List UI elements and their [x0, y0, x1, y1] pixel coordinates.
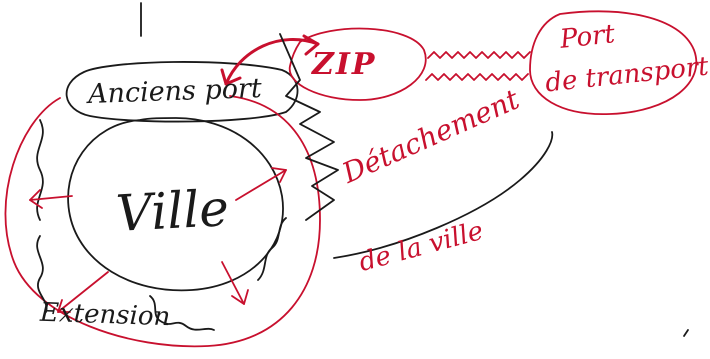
anciens-port-label: Anciens port — [87, 72, 263, 111]
arrow-bottom-left-head — [57, 299, 71, 313]
zip-ellipse — [289, 27, 427, 101]
ring-wave-right — [257, 217, 287, 281]
extension-label: Extension — [39, 297, 171, 333]
ville-label: Ville — [114, 179, 231, 243]
wave-lower — [425, 73, 529, 81]
ring-wave-bottom-left — [36, 235, 48, 313]
wave-upper — [427, 51, 531, 59]
small-mark — [683, 329, 689, 337]
ville-inner-circle — [67, 117, 284, 292]
double-arrow-curve — [224, 38, 320, 86]
ring-wave-bottom — [149, 295, 215, 331]
port-label: Port — [558, 19, 617, 55]
separator-curve — [333, 131, 554, 259]
arrow-right-head — [271, 167, 287, 183]
anciens-port-ellipse — [65, 61, 299, 123]
zip-label: ZIP — [312, 47, 377, 82]
arrow-left-head — [29, 189, 43, 209]
arrow-bottom-left — [57, 271, 109, 313]
port-transport-ellipse — [529, 10, 698, 115]
double-arrow-head-left — [220, 68, 242, 86]
arrow-bottom-right-head — [231, 289, 249, 305]
extension-outer-circle — [4, 95, 321, 348]
arrow-right — [235, 169, 287, 201]
double-arrow-head-right — [302, 34, 320, 56]
arrow-bottom-right — [221, 261, 245, 305]
arrow-left — [29, 195, 73, 201]
detachment-zigzag — [279, 33, 339, 221]
